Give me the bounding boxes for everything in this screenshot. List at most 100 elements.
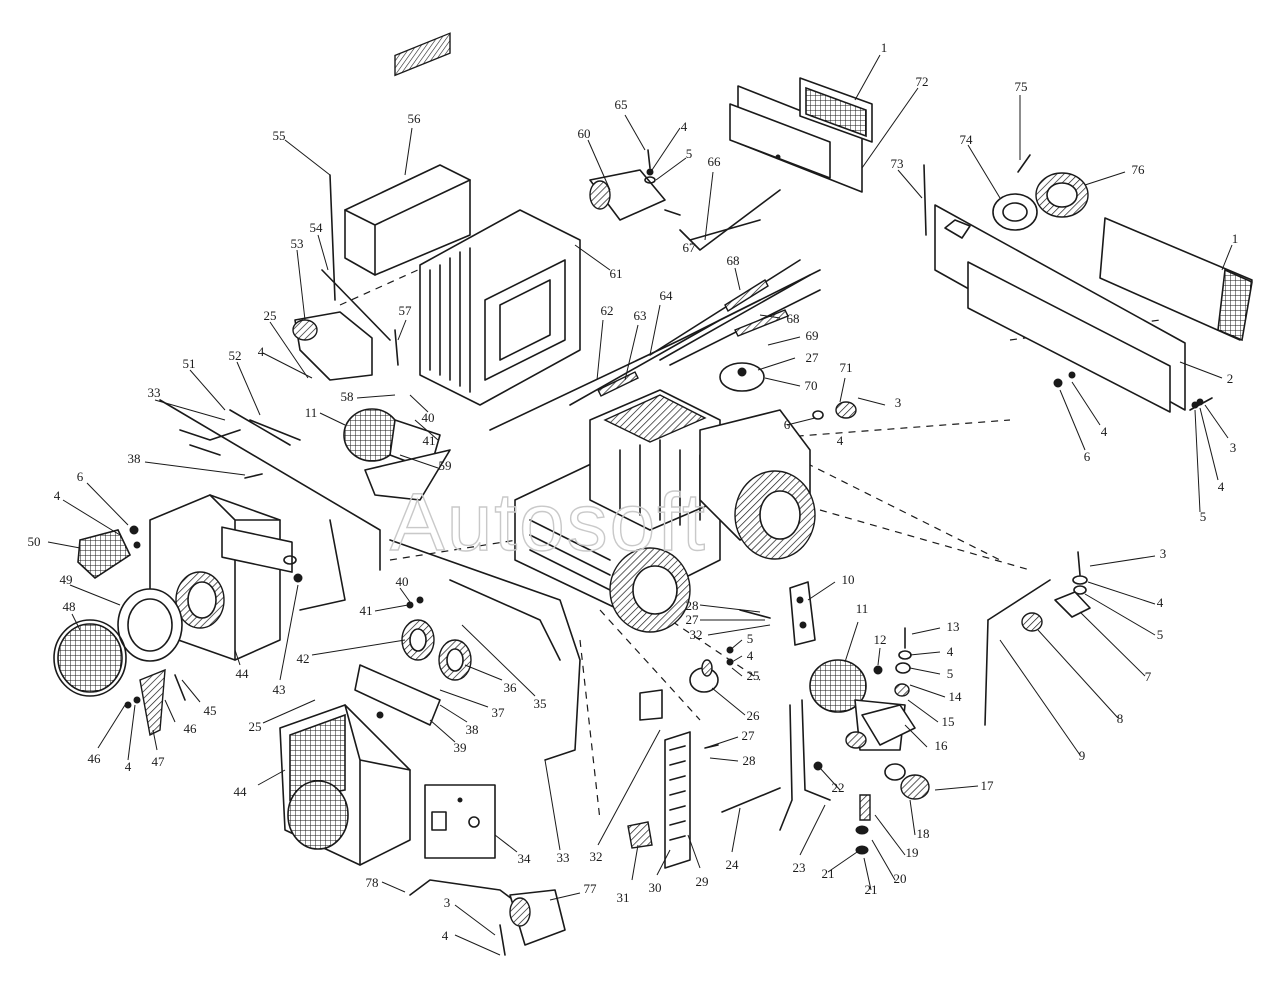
callout-number: 25 xyxy=(264,308,277,323)
callout-number: 5 xyxy=(947,666,954,681)
coil-60 xyxy=(589,169,681,221)
callout-number: 69 xyxy=(806,328,819,343)
callout-number: 74 xyxy=(960,132,974,147)
callout-number: 32 xyxy=(590,849,603,864)
callout-number: 26 xyxy=(747,708,761,723)
callout-number: 4 xyxy=(1157,595,1164,610)
callout-number: 4 xyxy=(1218,479,1225,494)
callout-number: 21 xyxy=(865,882,878,897)
callout-number: 33 xyxy=(557,850,570,865)
callout-number: 27 xyxy=(686,612,700,627)
mount-16-21 xyxy=(855,704,930,855)
switch-69-70-71 xyxy=(719,362,857,420)
callout-number: 1 xyxy=(1232,231,1239,246)
callout-number: 77 xyxy=(584,881,598,896)
callout-number: 6 xyxy=(784,417,791,432)
callout-number: 48 xyxy=(63,599,76,614)
callout-number: 78 xyxy=(366,875,379,890)
callout-number: 75 xyxy=(1015,79,1028,94)
callout-number: 5 xyxy=(747,631,754,646)
callout-number: 11 xyxy=(305,405,318,420)
callout-number: 5 xyxy=(1157,627,1164,642)
callout-number: 16 xyxy=(935,738,949,753)
callout-number: 4 xyxy=(747,648,754,663)
callout-number: 41 xyxy=(423,433,436,448)
callout-number: 33 xyxy=(148,385,161,400)
callout-number: 3 xyxy=(1160,546,1167,561)
connector-24-23-22 xyxy=(721,699,831,831)
callout-number: 53 xyxy=(291,236,304,251)
callout-number: 50 xyxy=(28,534,41,549)
callout-number: 76 xyxy=(1132,162,1146,177)
bezel-ring-49 xyxy=(117,588,183,662)
callout-number: 4 xyxy=(258,344,265,359)
callout-number: 43 xyxy=(273,682,286,697)
callout-number: 11 xyxy=(856,601,869,616)
callout-number: 6 xyxy=(1084,449,1091,464)
callout-number: 3 xyxy=(444,895,451,910)
callout-number: 35 xyxy=(534,696,547,711)
rods-54-55-57 xyxy=(321,174,399,366)
callout-number: 1 xyxy=(881,40,888,55)
callout-number: 47 xyxy=(152,754,166,769)
callout-number: 68 xyxy=(727,253,740,268)
callout-number: 23 xyxy=(793,860,806,875)
callout-number: 46 xyxy=(88,751,102,766)
marker-lamp-50 xyxy=(77,525,141,580)
callout-number: 29 xyxy=(696,874,709,889)
callout-number: 13 xyxy=(947,619,960,634)
callout-number: 31 xyxy=(617,890,630,905)
work-lamp-48 xyxy=(53,619,127,697)
lamp-housing-44-lower xyxy=(279,704,411,866)
callout-number: 9 xyxy=(1079,748,1086,763)
switch-panel-34 xyxy=(424,784,496,859)
lamp-housing-44-upper xyxy=(149,494,293,661)
callout-number: 51 xyxy=(183,356,196,371)
bezel-ring-74 xyxy=(992,193,1038,231)
callout-number: 65 xyxy=(615,97,628,112)
callout-number: 59 xyxy=(439,458,452,473)
callout-number: 46 xyxy=(184,721,198,736)
callout-number: 15 xyxy=(942,714,955,729)
callout-number: 68 xyxy=(787,311,800,326)
callout-number: 72 xyxy=(916,74,929,89)
callout-number: 3 xyxy=(1230,440,1237,455)
callout-number: 4 xyxy=(442,928,449,943)
clip-32-31 xyxy=(627,689,663,849)
callout-number: 4 xyxy=(54,488,61,503)
callout-number: 34 xyxy=(518,851,532,866)
callout-number: 70 xyxy=(805,378,818,393)
callout-number: 4 xyxy=(125,759,132,774)
mounting-plate-2 xyxy=(934,204,1186,413)
callout-number: 25 xyxy=(747,668,760,683)
bolts-65-4-5 xyxy=(644,149,656,184)
bolt-43-38 xyxy=(244,473,303,583)
callout-number: 57 xyxy=(399,303,413,318)
callout-number: 8 xyxy=(1117,711,1124,726)
radiator-block-61 xyxy=(419,209,581,406)
lamp-26 xyxy=(689,646,734,693)
callout-number: 62 xyxy=(601,303,614,318)
callout-number: 63 xyxy=(634,308,647,323)
callout-number: 38 xyxy=(466,722,479,737)
callout-number: 41 xyxy=(360,603,373,618)
work-lamp-11-upper xyxy=(343,408,451,501)
callout-number: 44 xyxy=(236,666,250,681)
callout-number: 4 xyxy=(1101,424,1108,439)
wiring-harness-64 xyxy=(489,259,821,431)
callout-number: 27 xyxy=(742,728,756,743)
callout-number: 24 xyxy=(726,857,740,872)
tractor-wheel-front xyxy=(609,547,691,633)
wiring-harness-33-51-52 xyxy=(159,399,581,761)
fuse-block-29-30 xyxy=(664,731,719,869)
callout-number: 10 xyxy=(842,572,855,587)
callout-number: 19 xyxy=(906,845,919,860)
callout-number: 64 xyxy=(660,288,674,303)
callout-number: 27 xyxy=(806,350,820,365)
lamp-housing-76 xyxy=(1035,172,1089,218)
lamps-42-36 xyxy=(401,596,472,681)
callout-number: 12 xyxy=(874,632,887,647)
headlight-unit-1-right xyxy=(1099,217,1253,342)
callout-number: 20 xyxy=(894,871,907,886)
callout-number: 44 xyxy=(234,784,248,799)
